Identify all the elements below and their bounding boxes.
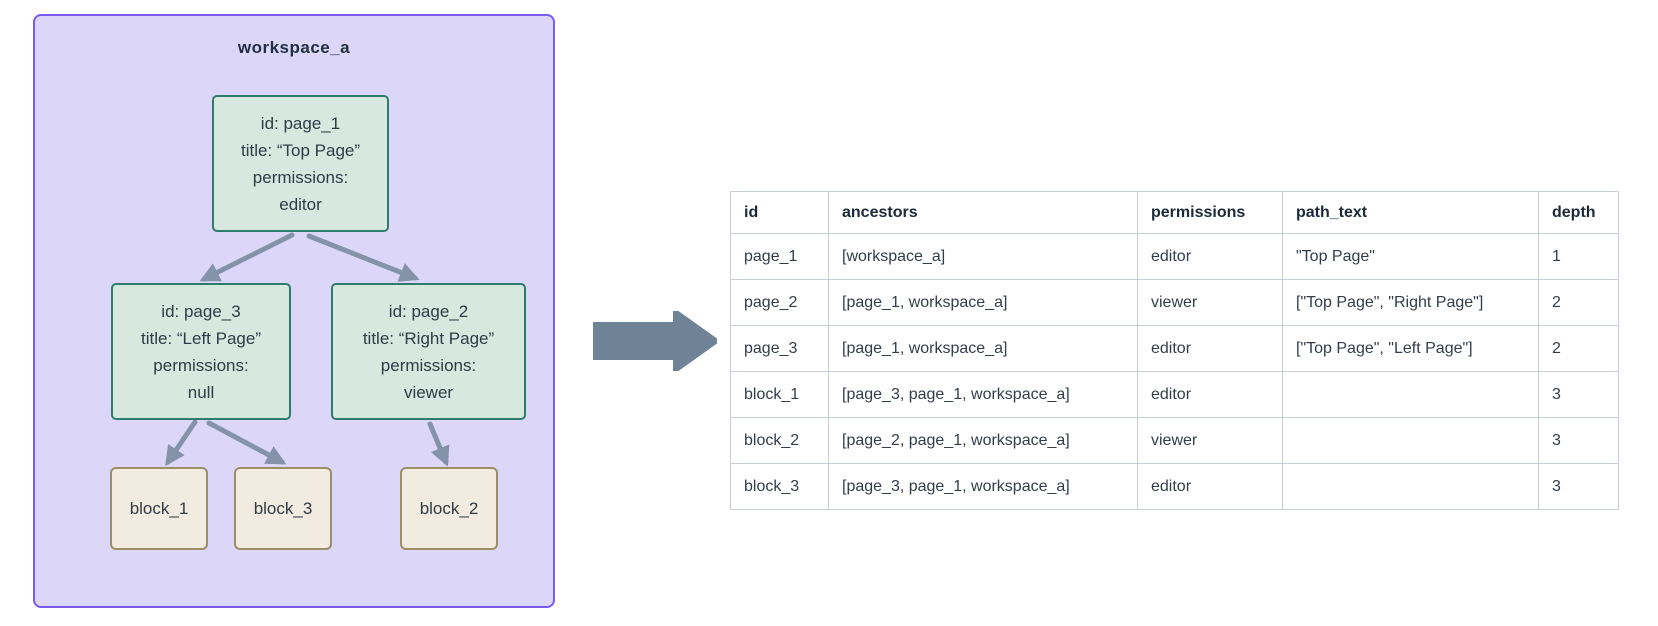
cell-path-text: ["Top Page", "Right Page"]: [1282, 279, 1539, 326]
cell-permissions: editor: [1137, 325, 1283, 372]
edge-page3-block1: [165, 419, 198, 467]
table-header-row: id ancestors permissions path_text depth: [730, 191, 1619, 234]
cell-id: page_2: [730, 279, 829, 326]
cell-ancestors: [page_3, page_1, workspace_a]: [828, 463, 1138, 510]
workspace-container: workspace_a id: page_1 title: “Top Page”…: [33, 14, 555, 608]
block-label: block_2: [419, 499, 479, 518]
table-row: block_2 [page_2, page_1, workspace_a] vi…: [730, 417, 1619, 464]
cell-path-text: "Top Page": [1282, 233, 1539, 280]
cell-path-text: [1282, 371, 1539, 418]
table-row: block_1 [page_3, page_1, workspace_a] ed…: [730, 371, 1619, 418]
cell-depth: 2: [1538, 279, 1619, 326]
workspace-title: workspace_a: [237, 38, 351, 57]
col-header-path-text: path_text: [1282, 191, 1539, 234]
node-line-title: title: “Top Page”: [240, 140, 361, 160]
node-line-title: title: “Left Page”: [140, 328, 261, 348]
cell-path-text: [1282, 463, 1539, 510]
cell-ancestors: [page_1, workspace_a]: [828, 279, 1138, 326]
edge-page1-page3: [199, 232, 295, 282]
cell-id: block_3: [730, 463, 829, 510]
table-row: page_3 [page_1, workspace_a] editor ["To…: [730, 325, 1619, 372]
cell-path-text: ["Top Page", "Left Page"]: [1282, 325, 1539, 372]
col-header-permissions: permissions: [1137, 191, 1283, 234]
flow-arrow-icon: [593, 311, 717, 371]
cell-id: page_1: [730, 233, 829, 280]
cell-permissions: editor: [1137, 371, 1283, 418]
cell-depth: 3: [1538, 417, 1619, 464]
cell-depth: 3: [1538, 371, 1619, 418]
node-line-permission-value: viewer: [403, 382, 454, 402]
node-page-3: id: page_3 title: “Left Page” permission…: [111, 283, 291, 420]
node-line-id: id: page_1: [260, 113, 341, 133]
cell-ancestors: [workspace_a]: [828, 233, 1138, 280]
cell-permissions: editor: [1137, 233, 1283, 280]
cell-permissions: editor: [1137, 463, 1283, 510]
node-line-id: id: page_2: [388, 301, 469, 321]
cell-depth: 2: [1538, 325, 1619, 372]
cell-permissions: viewer: [1137, 417, 1283, 464]
cell-depth: 3: [1538, 463, 1619, 510]
cell-ancestors: [page_3, page_1, workspace_a]: [828, 371, 1138, 418]
cell-path-text: [1282, 417, 1539, 464]
edge-page2-block2: [427, 421, 450, 467]
node-line-permission-value: editor: [279, 194, 322, 214]
node-line-permissions: permissions:: [380, 355, 477, 375]
node-page-1: id: page_1 title: “Top Page” permissions…: [212, 95, 389, 232]
block-label: block_3: [253, 499, 313, 518]
table-row: block_3 [page_3, page_1, workspace_a] ed…: [730, 463, 1619, 510]
node-line-permissions: permissions:: [153, 355, 249, 375]
cell-ancestors: [page_1, workspace_a]: [828, 325, 1138, 372]
cell-id: page_3: [730, 325, 829, 372]
node-page-2: id: page_2 title: “Right Page” permissio…: [331, 283, 526, 420]
node-line-id: id: page_3: [161, 301, 241, 321]
node-line-permission-value: null: [187, 382, 215, 402]
table-row: page_2 [page_1, workspace_a] viewer ["To…: [730, 279, 1619, 326]
result-table: id ancestors permissions path_text depth…: [730, 191, 1619, 510]
edge-page3-block3: [206, 420, 287, 465]
node-line-permissions: permissions:: [252, 167, 349, 187]
cell-ancestors: [page_2, page_1, workspace_a]: [828, 417, 1138, 464]
node-line-title: title: “Right Page”: [362, 328, 495, 348]
node-block-3: block_3: [234, 467, 332, 550]
col-header-id: id: [730, 191, 829, 234]
node-block-1: block_1: [110, 467, 208, 550]
cell-depth: 1: [1538, 233, 1619, 280]
edge-page1-page2: [306, 233, 420, 282]
cell-permissions: viewer: [1137, 279, 1283, 326]
cell-id: block_1: [730, 371, 829, 418]
col-header-depth: depth: [1538, 191, 1619, 234]
cell-id: block_2: [730, 417, 829, 464]
table-row: page_1 [workspace_a] editor "Top Page" 1: [730, 233, 1619, 280]
node-block-2: block_2: [400, 467, 498, 550]
block-label: block_1: [129, 499, 189, 518]
col-header-ancestors: ancestors: [828, 191, 1138, 234]
